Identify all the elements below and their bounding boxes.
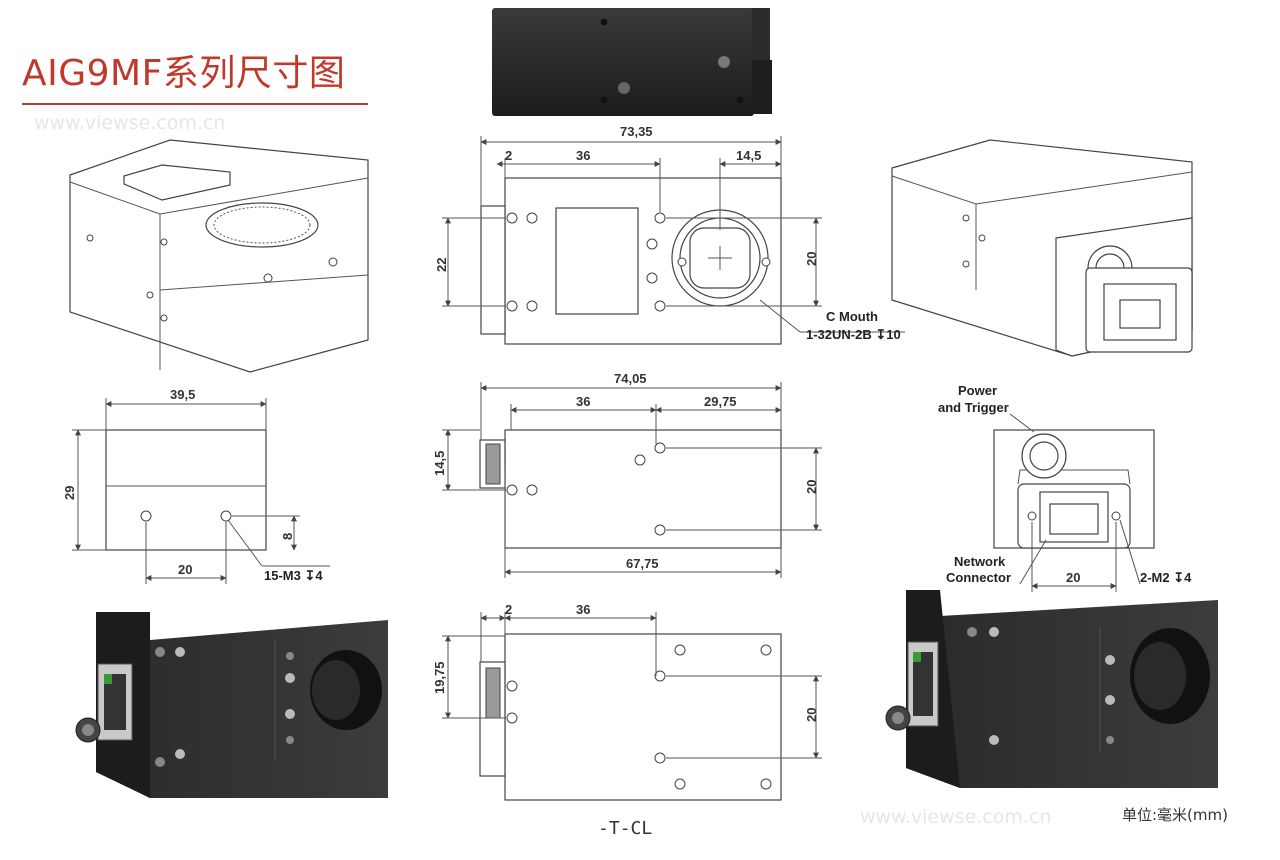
dim-top-body: 36 xyxy=(576,394,590,409)
camera-isometric-left xyxy=(69,139,369,373)
power-label-2: and Trigger xyxy=(938,400,1009,415)
front-view xyxy=(442,136,905,345)
watermark: www.viewse.com.cn xyxy=(860,806,1052,828)
side-hole-label: 15-M3 ↧4 xyxy=(264,568,323,583)
dim-top-rear: 29,75 xyxy=(704,394,737,409)
dim-bottom-body: 36 xyxy=(576,602,590,617)
mount-label-2: 1-32UN-2B ↧10 xyxy=(806,327,901,342)
top-view xyxy=(442,382,822,578)
network-label-1: Network xyxy=(954,554,1006,569)
dim-top-hole-spacing: 20 xyxy=(804,480,819,494)
dim-bottom-hole-spacing: 20 xyxy=(804,708,819,722)
dim-front-overall: 73,35 xyxy=(620,124,653,139)
mount-label-1: C Mouth xyxy=(826,309,878,324)
dim-side-hole-spacing: 20 xyxy=(178,562,192,577)
dim-front-height-left: 22 xyxy=(434,258,449,272)
dim-top-base: 67,75 xyxy=(626,556,659,571)
side-view xyxy=(72,398,330,584)
dim-bottom-connector: 19,75 xyxy=(432,661,447,694)
dim-front-height-right: 20 xyxy=(804,252,819,266)
dim-front-body: 36 xyxy=(576,148,590,163)
power-label-1: Power xyxy=(958,383,997,398)
dim-front-mount-offset: 14,5 xyxy=(736,148,761,163)
bottom-view xyxy=(442,612,822,801)
camera-photo-left xyxy=(75,612,388,798)
dim-top-connector: 14,5 xyxy=(432,451,447,476)
dim-front-offset: 2 xyxy=(505,148,512,163)
rear-view xyxy=(993,413,1155,592)
page-title: AIG9MF系列尺寸图 xyxy=(22,53,346,94)
camera-top-photo xyxy=(492,8,772,116)
camera-photo-right xyxy=(885,590,1218,788)
dim-side-hole-height: 8 xyxy=(280,533,295,540)
unit-note: 单位:毫米(mm) xyxy=(1122,806,1228,824)
dim-rear-hole-spacing: 20 xyxy=(1066,570,1080,585)
dim-side-height: 29 xyxy=(62,486,77,500)
title-underline xyxy=(22,103,368,105)
variant-label: -T-CL xyxy=(598,818,653,839)
dim-top-overall: 74,05 xyxy=(614,371,647,386)
watermark: www.viewse.com.cn xyxy=(34,112,226,134)
dim-bottom-offset: 2 xyxy=(505,602,512,617)
camera-isometric-right xyxy=(891,139,1193,357)
network-label-2: Connector xyxy=(946,570,1011,585)
rear-hole-label: 2-M2 ↧4 xyxy=(1140,570,1192,585)
dim-side-width: 39,5 xyxy=(170,387,195,402)
